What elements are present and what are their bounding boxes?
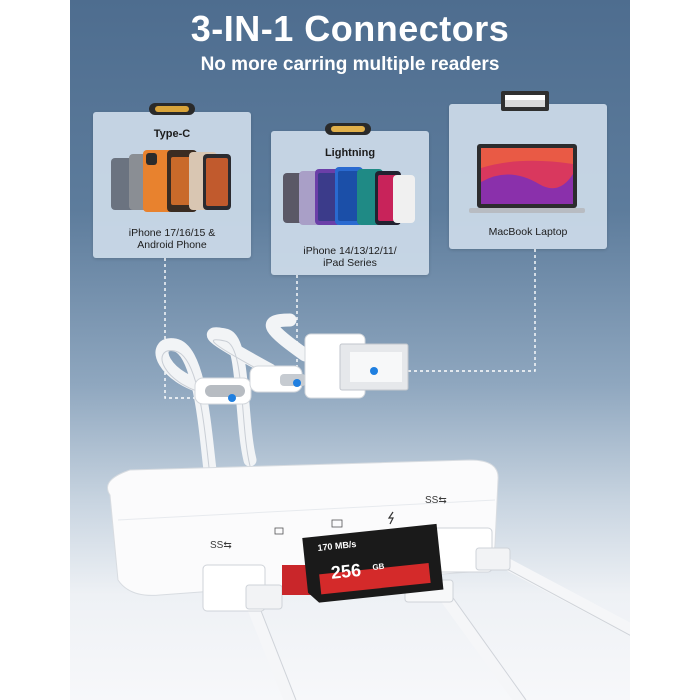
typec-caption-line1: iPhone 17/16/15 & [128, 227, 216, 239]
phones-lightning-image [283, 167, 415, 225]
usb-a-plug-icon [501, 91, 549, 111]
right-white-margin [630, 0, 700, 700]
tf-slot-icon [274, 527, 284, 535]
lightning-connector-dot [293, 379, 301, 387]
typec-card-title: Type-C [153, 128, 191, 140]
lightning-card: Lightning iPhone 14/13/12/11/ iPad Serie… [271, 131, 429, 275]
usb-c-cable-plug [194, 377, 252, 405]
lightning-plug-icon [325, 123, 371, 135]
typec-connector-dot [228, 394, 236, 402]
ss-usb-logo-right: SS⇆ [425, 495, 447, 506]
sd-card-unit: GB [372, 561, 385, 572]
typec-dashed-line [164, 258, 232, 399]
usba-connector-dot [370, 367, 378, 375]
usb-c-plug-icon [149, 103, 195, 115]
macbook-card: MacBook Laptop [449, 104, 607, 249]
macbook-caption: MacBook Laptop [488, 226, 568, 238]
charging-bolt-icon [387, 511, 394, 525]
usb-a-cable-plug [304, 333, 409, 399]
lightning-card-title: Lightning [324, 147, 376, 159]
lightning-caption-line1: iPhone 14/13/12/11/ [303, 245, 397, 257]
lightning-cable-plug [249, 365, 306, 393]
phones-typec-image [111, 150, 231, 212]
lightning-caption-line2: iPad Series [323, 257, 377, 269]
macbook-image [469, 144, 585, 213]
sd-card [302, 523, 444, 603]
left-usb-port-plug [202, 564, 283, 612]
headline: 3-IN-1 Connectors [190, 8, 510, 49]
sd-slot-icon [331, 519, 343, 528]
right-usb-port-plug [427, 527, 511, 573]
ss-usb-logo-left: SS⇆ [210, 540, 232, 551]
subheadline: No more carring multiple readers [200, 54, 500, 75]
left-white-margin [0, 0, 70, 700]
sd-card-capacity: 256 [330, 559, 362, 583]
macbook-dashed-line [374, 249, 536, 372]
typec-card: Type-C iPhone 17/16/15 & Android Phone [93, 112, 251, 258]
typec-caption-line2: Android Phone [137, 239, 207, 251]
